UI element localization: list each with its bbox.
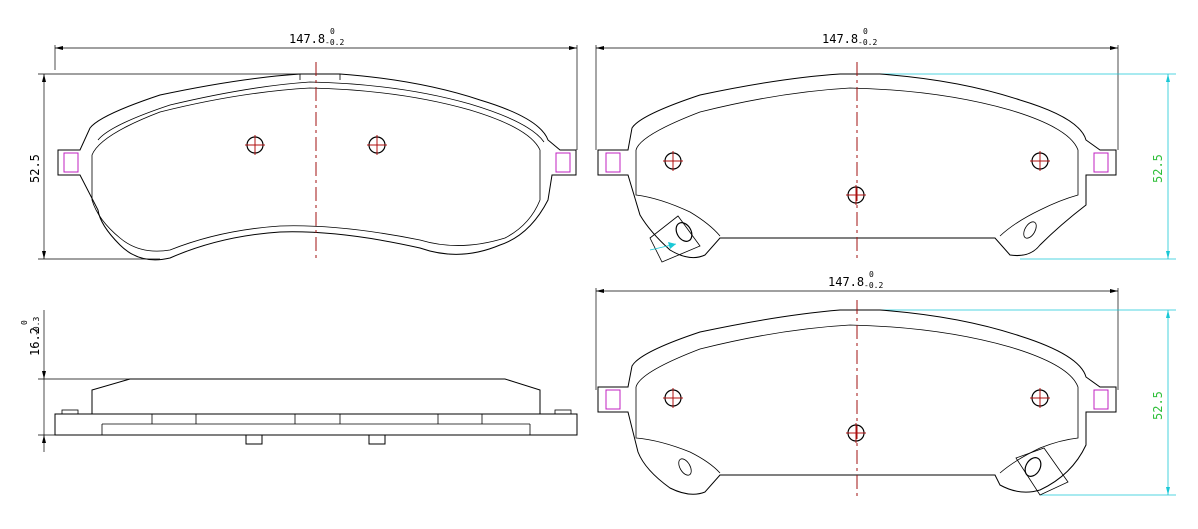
height-dimension-bottom-right: 52.5 xyxy=(880,309,1176,496)
thickness-value: 16.2 xyxy=(28,327,42,356)
clip-right-rear-bottom xyxy=(1093,389,1109,410)
width-tol-upper-top-right: 0 xyxy=(863,27,868,36)
view-rear-bottom-right: 147.8 0 -0.2 52.5 xyxy=(595,270,1176,498)
width-dimension-bottom-right: 147.8 0 -0.2 xyxy=(595,270,1119,390)
backplate-outline-front xyxy=(57,73,577,261)
height-dimension-top-left: 52.5 xyxy=(28,73,316,260)
wear-sensor-rear-bottom xyxy=(678,447,1069,496)
height-value-top-right: 52.5 xyxy=(1151,154,1165,183)
thickness-tol-upper: 0 xyxy=(20,320,29,325)
height-dimension-top-right: 52.5 xyxy=(880,73,1176,260)
view-side-bottom-left: 16.2 0 -0.3 xyxy=(20,310,578,452)
wear-sensor-rear-top xyxy=(649,215,1037,263)
width-dimension-top-right: 147.8 0 -0.2 xyxy=(595,27,1119,150)
height-value-bottom-right: 52.5 xyxy=(1151,391,1165,420)
thickness-dimension: 16.2 0 -0.3 xyxy=(20,310,130,452)
width-tol-lower-top-right: -0.2 xyxy=(858,38,877,47)
backplate-outline-rear-bottom xyxy=(597,309,1117,495)
rivet-hole-left-rear-bottom xyxy=(663,388,683,408)
backplate-outline-rear-top xyxy=(597,73,1117,259)
friction-material-front xyxy=(91,87,541,252)
width-tol-lower-top-left: -0.2 xyxy=(325,38,344,47)
clip-left-rear-bottom xyxy=(605,389,621,410)
rivet-hole-left-front xyxy=(245,135,265,155)
backplate-inner-rear-bottom xyxy=(635,324,1079,474)
guide-pin-left-side xyxy=(245,434,263,445)
rivet-hole-right-rear-top xyxy=(1030,151,1050,171)
backplate-profile-side xyxy=(54,413,578,436)
width-value-top-left: 147.8 xyxy=(289,32,325,46)
clip-left-rear-top xyxy=(605,152,621,173)
height-value-top-left: 52.5 xyxy=(28,154,42,183)
width-tol-upper-top-left: 0 xyxy=(330,27,335,36)
view-rear-top-right: 147.8 0 -0.2 52.5 xyxy=(595,27,1176,263)
width-value-top-right: 147.8 xyxy=(822,32,858,46)
width-tol-upper-bottom-right: 0 xyxy=(869,270,874,279)
clip-right-front xyxy=(555,152,571,173)
rivet-hole-right-front xyxy=(367,135,387,155)
backplate-inner-rear-top xyxy=(635,87,1079,237)
width-tol-lower-bottom-right: -0.2 xyxy=(864,281,883,290)
width-value-bottom-right: 147.8 xyxy=(828,275,864,289)
friction-profile-side xyxy=(91,378,541,414)
rivet-hole-center-rear-top xyxy=(846,185,866,205)
clip-left-front xyxy=(63,152,79,173)
view-front-top-left: 147.8 0 -0.2 52.5 xyxy=(28,27,578,262)
width-dimension-top-left: 147.8 0 -0.2 xyxy=(54,27,578,150)
backplate-inner-edge-front xyxy=(97,81,545,143)
rivet-hole-right-rear-bottom xyxy=(1030,388,1050,408)
guide-pin-right-side xyxy=(368,434,386,445)
rivet-hole-center-rear-bottom xyxy=(846,423,866,443)
thickness-tol-lower: -0.3 xyxy=(32,317,41,336)
clip-right-rear-top xyxy=(1093,152,1109,173)
rivet-hole-left-rear-top xyxy=(663,151,683,171)
